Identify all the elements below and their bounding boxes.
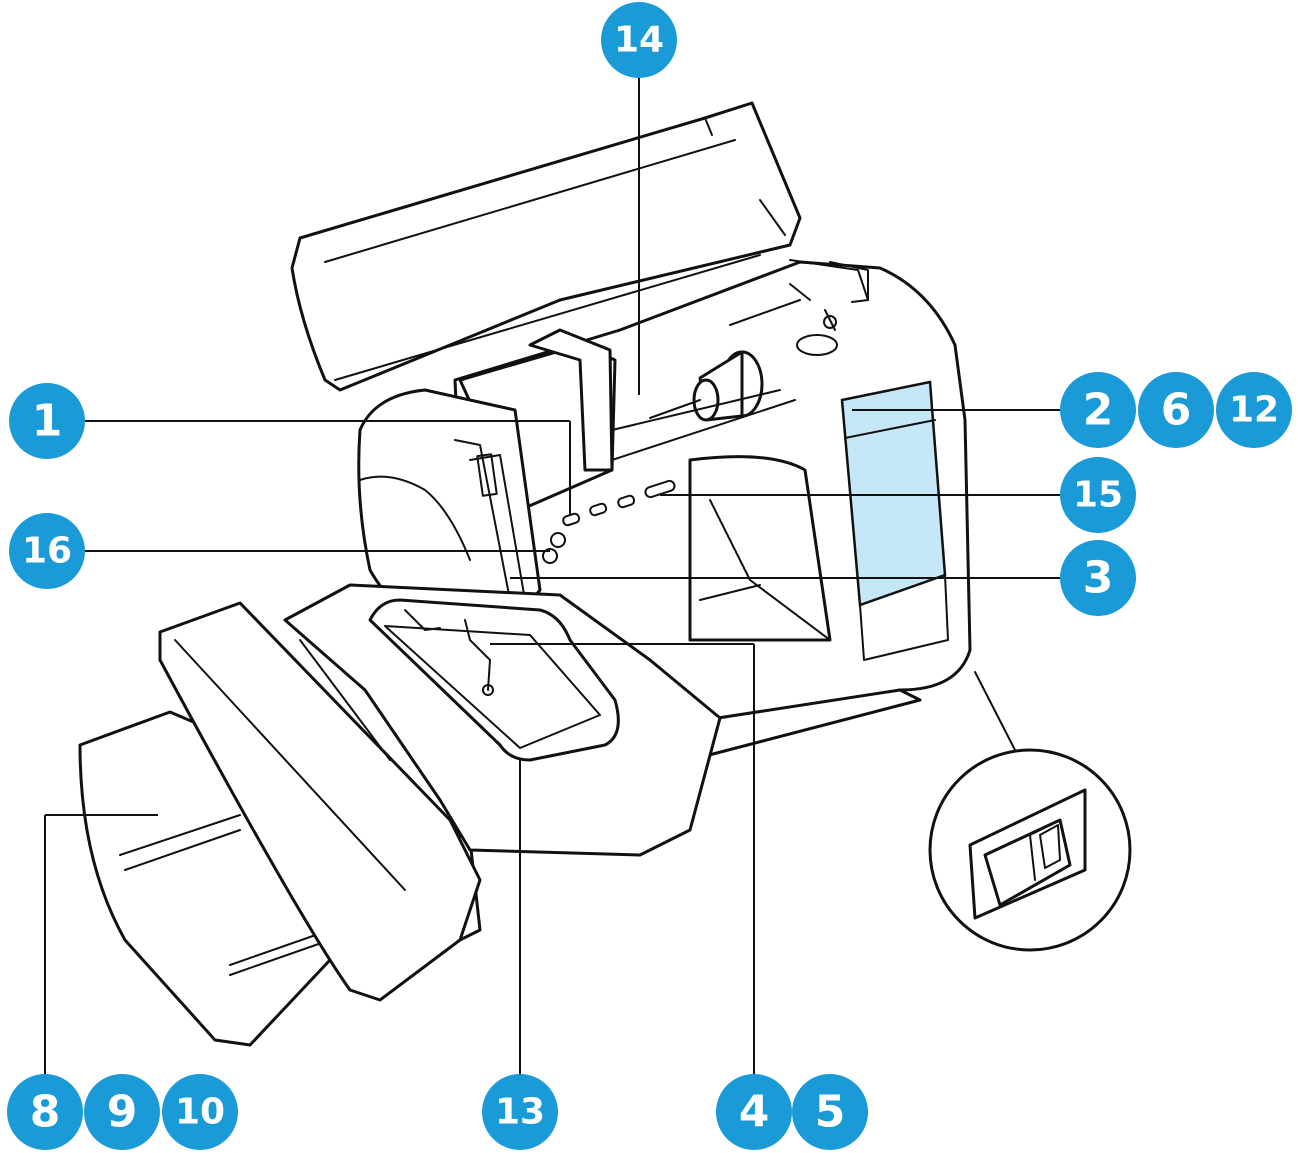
svg-text:16: 16 [22,531,72,572]
svg-text:9: 9 [107,1087,138,1138]
svg-text:8: 8 [30,1087,61,1138]
svg-text:15: 15 [1073,475,1123,516]
svg-text:12: 12 [1229,390,1279,431]
callout-c3: 3 [1060,540,1136,616]
svg-text:13: 13 [495,1092,545,1133]
callout-c13: 13 [482,1074,558,1150]
svg-text:6: 6 [1161,385,1192,436]
callout-c2: 2 [1060,372,1136,448]
svg-text:1: 1 [32,396,63,447]
sewing-machine-icon [78,101,972,1047]
callout-c16: 16 [9,513,85,589]
power-switch-icon [928,671,1132,952]
callout-c10: 10 [162,1074,238,1150]
svg-text:3: 3 [1083,553,1114,604]
callout-c12: 12 [1216,372,1292,448]
callout-c5: 5 [792,1074,868,1150]
svg-text:4: 4 [739,1087,770,1138]
callout-c8: 8 [7,1074,83,1150]
svg-text:14: 14 [614,20,664,61]
svg-text:10: 10 [175,1092,225,1133]
callout-c15: 15 [1060,457,1136,533]
callout-c4: 4 [716,1074,792,1150]
callout-c9: 9 [84,1074,160,1150]
svg-text:5: 5 [815,1087,846,1138]
callout-c14: 14 [601,2,677,78]
callout-c6: 6 [1138,372,1214,448]
callout-c1: 1 [9,383,85,459]
svg-text:2: 2 [1083,385,1114,436]
leader-lines [44,62,1060,1092]
